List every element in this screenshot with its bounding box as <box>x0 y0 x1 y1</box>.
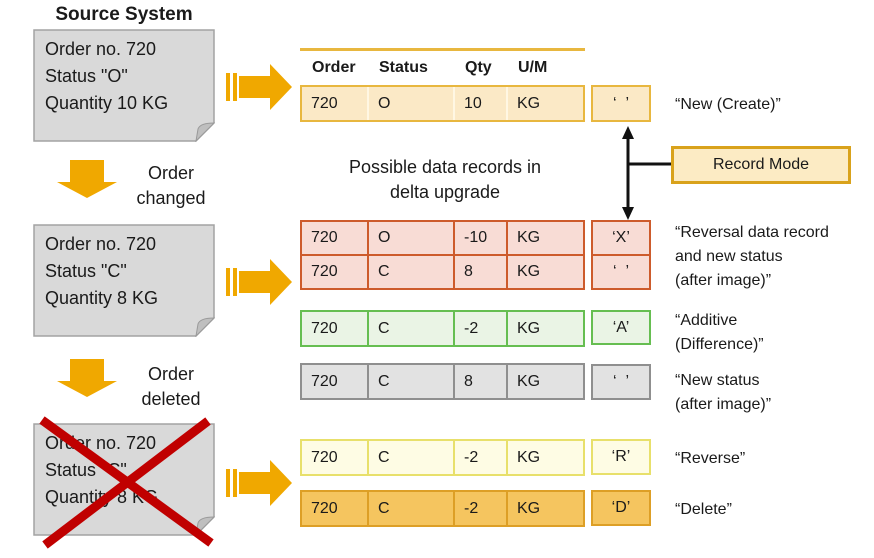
cell-order: 720 <box>302 87 369 120</box>
cell-qty: 8 <box>455 365 508 398</box>
record-mode-cell: ‘X’ <box>612 229 630 246</box>
cell-qty: -10 <box>455 222 508 254</box>
record-row-new: 720 O 10 KG <box>300 85 585 122</box>
record-label-delete: “Delete” <box>675 501 732 518</box>
cell-qty: 8 <box>455 256 508 288</box>
col-header-status: Status <box>379 59 428 76</box>
cell-qty: -2 <box>455 312 508 345</box>
cell-um: KG <box>517 319 541 337</box>
document-shape-icon <box>33 29 215 142</box>
record-mode-cell-newstatus: ‘ ’ <box>591 364 651 400</box>
cell-order: 720 <box>302 312 369 345</box>
transition-line: changed <box>136 188 206 208</box>
doc-line: Quantity 8 KG <box>45 288 159 308</box>
cell-status: O <box>369 222 455 254</box>
cell-qty: 10 <box>455 87 508 120</box>
cell-order: 720 <box>302 441 369 474</box>
table-header: Order Status Qty U/M <box>302 55 583 81</box>
record-row-additive: 720 C -2 KG <box>300 310 585 347</box>
cell-order: 720 <box>302 365 369 398</box>
cell-order: 720 <box>302 256 369 288</box>
flow-arrow-icon <box>226 259 292 305</box>
cell-order: 720 <box>302 492 369 525</box>
caption-line: Possible data records in <box>348 157 542 177</box>
doc-line: Order no. 720 <box>45 234 157 254</box>
double-arrow-icon <box>622 126 672 220</box>
record-row-reverse: 720 C -2 KG <box>300 439 585 476</box>
transition-label-deleted: Order deleted <box>125 362 217 412</box>
cell-um: KG <box>517 263 541 280</box>
cell-um: KG <box>517 94 541 112</box>
record-label-new: “New (Create)” <box>675 96 781 113</box>
cell-status: O <box>369 87 455 120</box>
flow-arrow-icon <box>226 460 292 506</box>
record-mode-callout: Record Mode <box>671 146 851 184</box>
doc-line: Order no. 720 <box>45 39 157 59</box>
record-row-delete: 720 C -2 KG <box>300 490 585 527</box>
cell-order: 720 <box>302 222 369 254</box>
cell-status: C <box>369 492 455 525</box>
cell-qty: -2 <box>455 492 508 525</box>
table-top-rule <box>300 48 585 51</box>
cell-status: C <box>369 441 455 474</box>
record-row-newstatus: 720 C 8 KG <box>300 363 585 400</box>
cell-status: C <box>369 312 455 345</box>
down-arrow-icon <box>57 359 117 397</box>
record-mode-cell-new: ‘ ’ <box>591 85 651 122</box>
record-mode-cell-delete: ‘D’ <box>591 490 651 526</box>
red-cross-icon <box>39 416 214 549</box>
source-document-initial: Order no. 720 Status "O" Quantity 10 KG <box>33 29 215 142</box>
record-label-additive: “Additive (Difference)” <box>675 312 764 353</box>
record-mode-cell-reverse: ‘R’ <box>591 439 651 475</box>
down-arrow-icon <box>57 160 117 198</box>
cell-um: KG <box>517 499 541 517</box>
doc-line: Quantity 10 KG <box>45 93 169 113</box>
source-system-title: Source System <box>55 4 193 25</box>
source-document-changed: Order no. 720 Status "C" Quantity 8 KG <box>33 224 215 337</box>
record-label-reversal: “Reversal data record and new status (af… <box>675 224 829 289</box>
cell-um: KG <box>517 372 541 390</box>
doc-line: Status "C" <box>45 261 127 281</box>
record-mode-cell-additive: ‘A’ <box>591 310 651 345</box>
record-mode-cell: ‘ ’ <box>593 254 649 288</box>
transition-line: deleted <box>141 389 201 409</box>
cell-status: C <box>369 365 455 398</box>
record-label-newstatus: “New status (after image)” <box>675 372 772 413</box>
flow-arrow-icon <box>226 64 292 110</box>
transition-label-changed: Order changed <box>125 161 217 211</box>
cell-um: KG <box>517 229 541 246</box>
transition-line: Order <box>147 364 194 384</box>
col-header-order: Order <box>312 59 356 76</box>
record-rows-reversal: 720 O -10 KG 720 C 8 KG <box>300 220 585 290</box>
cell-status: C <box>369 256 455 288</box>
cell-qty: -2 <box>455 441 508 474</box>
transition-line: Order <box>147 163 194 183</box>
record-mode-cells-reversal: ‘X’ ‘ ’ <box>591 220 651 290</box>
delta-upgrade-caption: Possible data records in delta upgrade <box>305 155 585 205</box>
doc-line: Status "O" <box>45 66 128 86</box>
col-header-um: U/M <box>518 59 548 76</box>
col-header-qty: Qty <box>465 59 492 76</box>
document-shape-icon <box>33 224 215 337</box>
cell-um: KG <box>517 448 541 466</box>
record-label-reverse: “Reverse” <box>675 450 746 467</box>
caption-line: delta upgrade <box>389 182 501 202</box>
